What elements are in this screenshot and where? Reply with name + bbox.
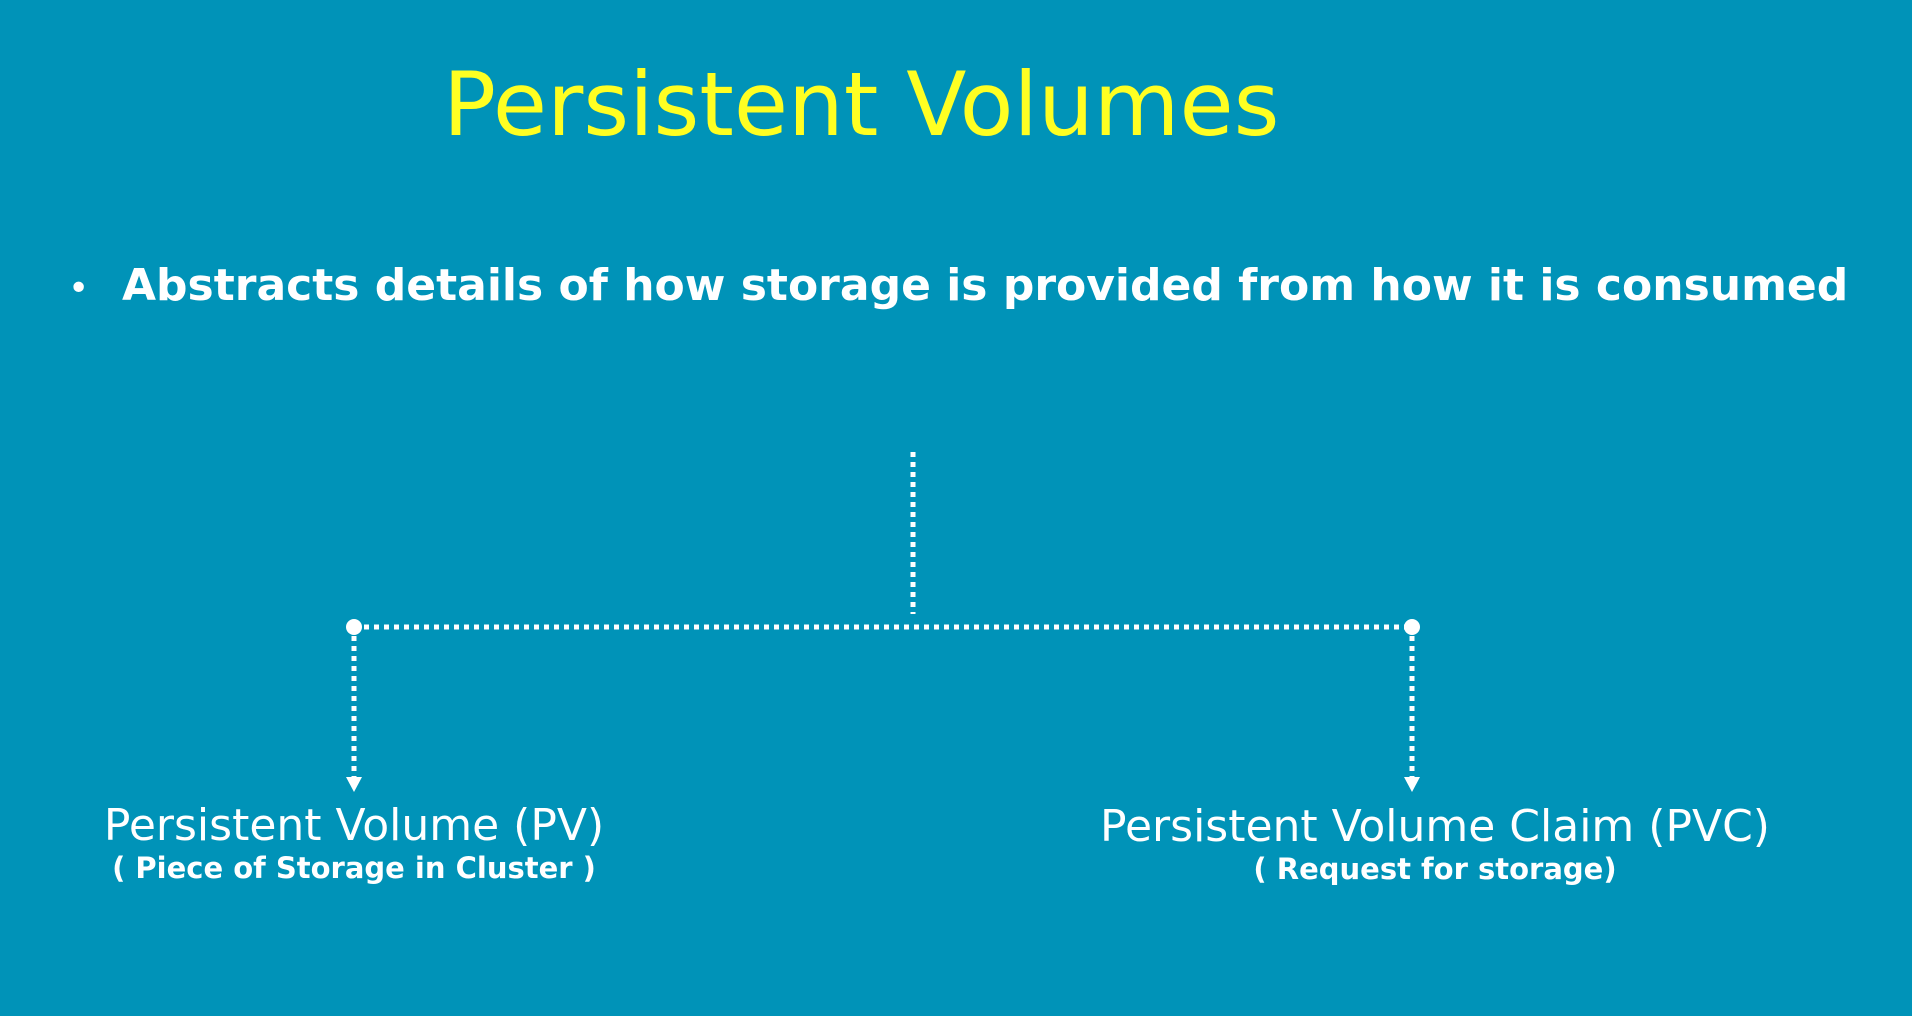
- pv-node: Persistent Volume (PV) ( Piece of Storag…: [80, 800, 628, 888]
- pvc-node-title: Persistent Volume Claim (PVC): [1100, 801, 1770, 852]
- bullet-text: Abstracts details of how storage is prov…: [122, 260, 1849, 311]
- pv-node-title: Persistent Volume (PV): [103, 800, 605, 851]
- bullet-list-item: • Abstracts details of how storage is pr…: [68, 260, 1848, 311]
- pvc-node: Persistent Volume Claim (PVC) ( Request …: [1070, 801, 1800, 889]
- pvc-arrowhead-icon: [1404, 777, 1420, 792]
- pv-arrowhead-icon: [346, 777, 362, 792]
- pv-junction-dot: [346, 619, 362, 635]
- slide-title: Persistent Volumes: [443, 53, 1280, 156]
- bullet-icon: •: [68, 268, 90, 309]
- pv-node-subtitle: ( Piece of Storage in Cluster ): [112, 851, 596, 886]
- pvc-node-subtitle: ( Request for storage): [1253, 852, 1617, 887]
- pvc-junction-dot: [1404, 619, 1420, 635]
